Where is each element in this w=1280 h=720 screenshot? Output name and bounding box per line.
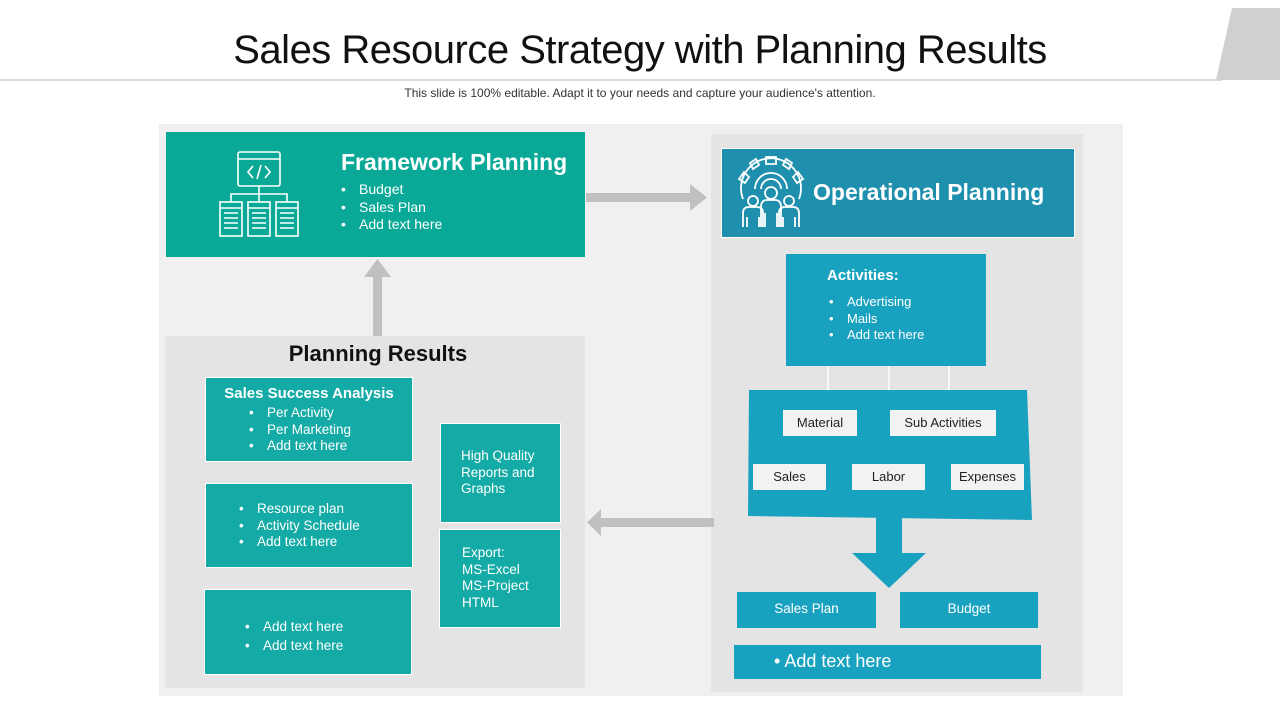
add-text-bar-label: • Add text here [774,651,892,671]
list-item: Add text here [249,438,351,455]
reports-line: Graphs [461,481,506,496]
resource-plan-list: Resource plan Activity Schedule Add text… [239,501,360,551]
export-line: MS-Excel [462,561,520,577]
list-item: Mails [829,311,924,328]
arrow-results-to-framework [364,259,391,336]
list-item: Sales Plan [341,199,442,217]
reports-box [440,423,561,523]
chip-sub-activities: Sub Activities [890,410,996,436]
slide-title: Sales Resource Strategy with Planning Re… [233,28,1047,72]
export-line: HTML [462,594,499,610]
list-item: Budget [341,181,442,199]
arrow-framework-to-operational [586,184,707,211]
chip-material: Material [783,410,857,436]
reports-text: High Quality Reports and Graphs [461,448,535,498]
sales-success-list: Per Activity Per Marketing Add text here [249,405,351,455]
list-item: Add text here [341,216,442,234]
list-item: Per Marketing [249,422,351,439]
arrow-operational-to-results [587,509,714,536]
list-item: Add text here [245,617,343,636]
activities-list: Advertising Mails Add text here [829,294,924,344]
title-divider [0,79,1222,81]
chip-sales: Sales [753,464,826,490]
sales-success-title: Sales Success Analysis [224,385,394,402]
list-item: Add text here [239,534,360,551]
planning-results-title: Planning Results [288,341,468,366]
chip-labor: Labor [852,464,925,490]
slide-subtitle: This slide is 100% editable. Adapt it to… [404,86,876,100]
export-box [439,529,561,628]
export-text: Export: MS-Excel MS-Project HTML [462,545,529,611]
sitemap-code-icon [219,151,299,237]
list-item: Add text here [245,636,343,655]
extra-text-list: Add text here Add text here [245,617,343,655]
reports-line: Reports and [461,464,535,480]
list-item: Activity Schedule [239,518,360,535]
chip-expenses: Expenses [951,464,1024,490]
add-text-bar [734,645,1041,679]
list-item: Per Activity [249,405,351,422]
list-item: Advertising [829,294,924,311]
operational-planning-header [721,148,1075,238]
budget-bar: Budget [900,592,1038,628]
operational-planning-title: Operational Planning [813,179,1045,205]
gear-team-icon [737,156,805,227]
export-line: MS-Project [462,578,529,593]
add-text-bar-value: Add text here [784,651,892,671]
activities-title: Activities: [827,267,899,284]
export-line: Export: [462,545,505,560]
list-item: Resource plan [239,501,360,518]
framework-planning-title: Framework Planning [341,149,568,175]
reports-line: High Quality [461,448,535,463]
list-item: Add text here [829,327,924,344]
sales-plan-bar: Sales Plan [737,592,876,628]
framework-planning-list: Budget Sales Plan Add text here [341,181,442,234]
